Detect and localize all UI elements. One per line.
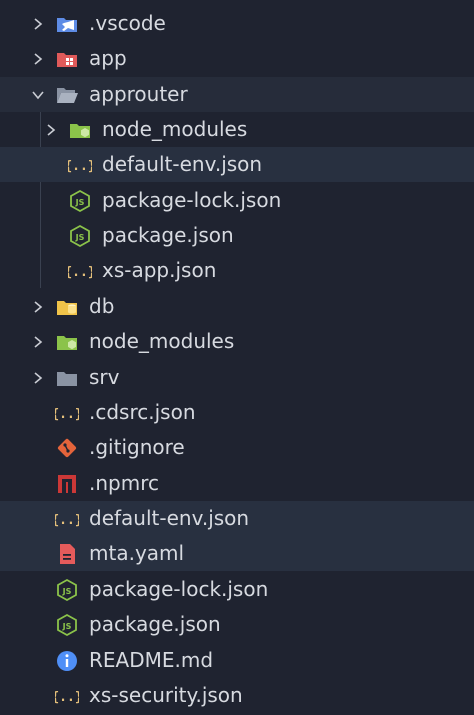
folder-db-icon <box>55 295 79 319</box>
nodejs-icon: JS <box>68 224 92 248</box>
tree-item-label: app <box>89 46 127 70</box>
tree-item-label: package.json <box>102 223 234 247</box>
svg-text:{..}: {..} <box>68 265 92 280</box>
tree-item-package-json[interactable]: JS package.json <box>0 218 474 253</box>
folder-open-icon <box>55 83 79 107</box>
tree-item-label: .npmrc <box>89 471 159 495</box>
tree-item-default-env-json[interactable]: {..} default-env.json <box>0 147 474 182</box>
tree-item-label: default-env.json <box>102 152 263 176</box>
tree-item-label: .gitignore <box>89 435 185 459</box>
tree-item-xs-app-json[interactable]: {..} xs-app.json <box>0 253 474 288</box>
nodejs-icon: JS <box>55 578 79 602</box>
svg-text:JS: JS <box>62 587 72 596</box>
folder-vscode-icon <box>55 12 79 36</box>
tree-item-label: package-lock.json <box>102 188 282 212</box>
json-icon: {..} <box>68 259 92 283</box>
tree-item-readme-md[interactable]: README.md <box>0 643 474 678</box>
json-icon: {..} <box>55 401 79 425</box>
nodejs-icon: JS <box>55 613 79 637</box>
tree-item-label: .vscode <box>89 11 166 35</box>
svg-text:{..}: {..} <box>55 513 79 528</box>
tree-item-label: srv <box>89 365 120 389</box>
tree-item-node-modules-folder[interactable]: node_modules <box>0 324 474 359</box>
tree-item-app-folder[interactable]: app <box>0 41 474 76</box>
json-icon: {..} <box>55 684 79 708</box>
tree-item-srv-folder[interactable]: srv <box>0 360 474 395</box>
json-icon: {..} <box>55 507 79 531</box>
json-icon: {..} <box>68 153 92 177</box>
tree-item-label: db <box>89 294 115 318</box>
svg-text:{..}: {..} <box>68 159 92 174</box>
svg-text:JS: JS <box>75 198 85 207</box>
tree-item-label: package-lock.json <box>89 577 269 601</box>
tree-item-npmrc[interactable]: .npmrc <box>0 466 474 501</box>
tree-item-mta-yaml[interactable]: mta.yaml <box>0 536 474 571</box>
chevron-right-icon[interactable] <box>31 371 45 385</box>
svg-text:{..}: {..} <box>55 407 79 422</box>
tree-item-default-env-json[interactable]: {..} default-env.json <box>0 501 474 536</box>
folder-node-icon <box>55 330 79 354</box>
tree-item-label: node_modules <box>102 117 248 141</box>
tree-item-label: approuter <box>89 82 188 106</box>
tree-item-label: xs-security.json <box>89 683 243 707</box>
folder-node-icon <box>68 118 92 142</box>
tree-item-label: node_modules <box>89 329 235 353</box>
tree-item-label: mta.yaml <box>89 541 185 565</box>
tree-item-package-lock-json[interactable]: JS package-lock.json <box>0 572 474 607</box>
chevron-right-icon[interactable] <box>31 335 45 349</box>
tree-item-package-lock-json[interactable]: JS package-lock.json <box>0 183 474 218</box>
tree-item-db-folder[interactable]: db <box>0 289 474 324</box>
tree-item-approuter-folder[interactable]: approuter <box>0 77 474 112</box>
folder-icon <box>55 366 79 390</box>
info-icon <box>55 649 79 673</box>
tree-item-package-json[interactable]: JS package.json <box>0 607 474 642</box>
svg-text:JS: JS <box>62 622 72 631</box>
indent-guide <box>40 112 41 288</box>
tree-item-xs-security-json[interactable]: {..} xs-security.json <box>0 678 474 713</box>
folder-app-icon <box>55 47 79 71</box>
tree-item-node-modules-folder[interactable]: node_modules <box>0 112 474 147</box>
npm-icon <box>55 472 79 496</box>
tree-item-cdsrc-json[interactable]: {..} .cdsrc.json <box>0 395 474 430</box>
tree-item-label: xs-app.json <box>102 258 217 282</box>
chevron-right-icon[interactable] <box>31 300 45 314</box>
svg-text:{..}: {..} <box>55 690 79 705</box>
nodejs-icon: JS <box>68 189 92 213</box>
tree-item-vscode-folder[interactable]: .vscode <box>0 6 474 41</box>
chevron-right-icon[interactable] <box>44 123 58 137</box>
chevron-right-icon[interactable] <box>31 17 45 31</box>
tree-item-label: package.json <box>89 612 221 636</box>
chevron-down-icon[interactable] <box>31 88 45 102</box>
tree-item-gitignore[interactable]: .gitignore <box>0 430 474 465</box>
tree-item-label: .cdsrc.json <box>89 400 196 424</box>
svg-text:JS: JS <box>75 233 85 242</box>
chevron-right-icon[interactable] <box>31 52 45 66</box>
tree-item-label: default-env.json <box>89 506 250 530</box>
tree-item-label: README.md <box>89 648 214 672</box>
yaml-icon <box>55 542 79 566</box>
git-icon <box>55 436 79 460</box>
